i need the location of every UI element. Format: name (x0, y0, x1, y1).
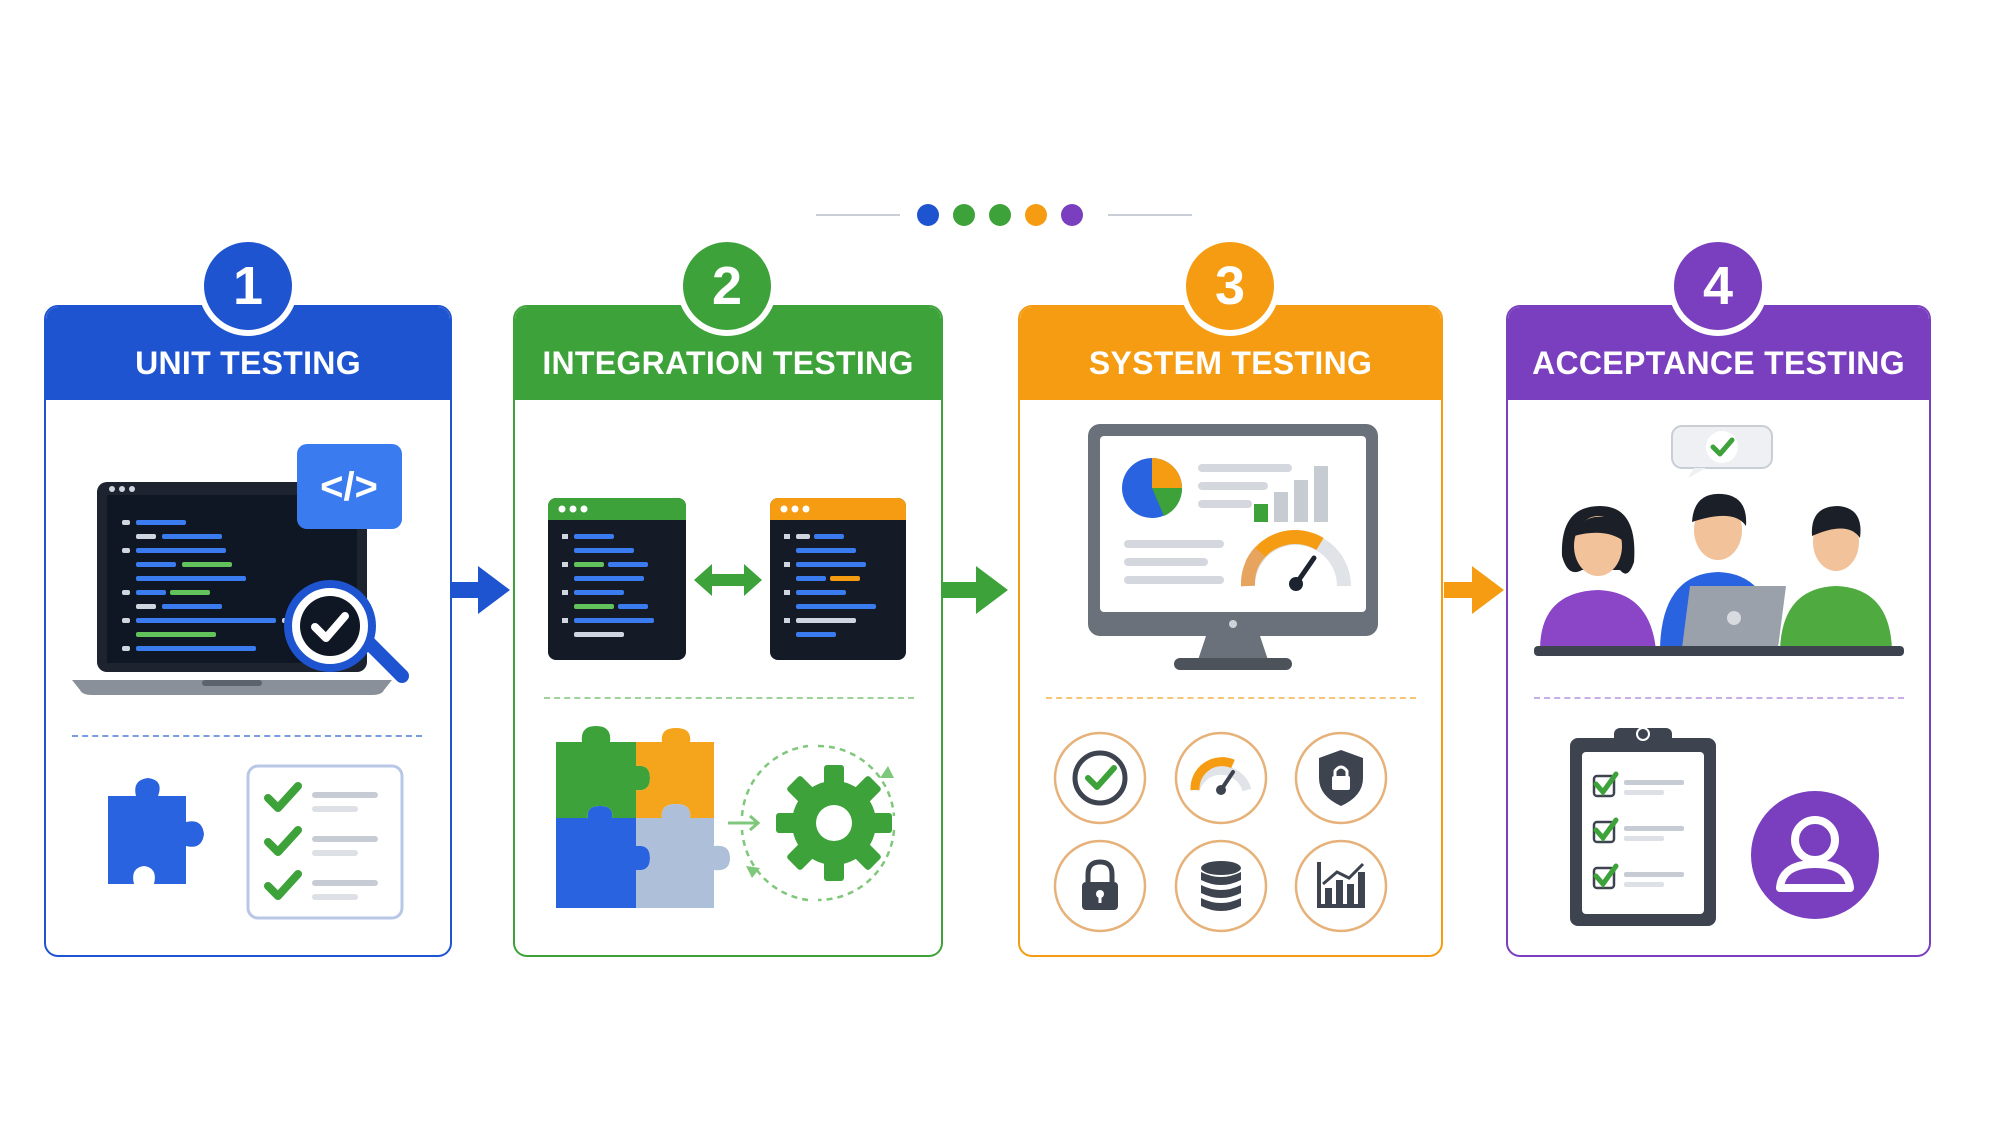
bidirectional-arrow-icon (694, 564, 762, 596)
stage-number-badge: 2 (677, 236, 777, 336)
gear-cycle-icon (728, 744, 896, 902)
section-separator (1534, 697, 1904, 699)
progress-dot-2 (953, 204, 975, 226)
laptop-code-icon: </> (72, 444, 409, 695)
database-icon (1174, 839, 1268, 933)
code-window-icon (548, 498, 686, 660)
arrow-right-icon (1444, 566, 1504, 614)
progress-dot-4 (1025, 204, 1047, 226)
svg-text:</>: </> (320, 465, 378, 509)
stage-number-badge: 4 (1668, 236, 1768, 336)
progress-line-left (816, 214, 900, 216)
arrow-right-icon (942, 566, 1008, 614)
monitor-dashboard-icon (1088, 424, 1378, 670)
stage-number-badge: 3 (1180, 236, 1280, 336)
puzzle-piece-icon (108, 778, 204, 884)
stage-title: INTEGRATION TESTING (542, 345, 914, 381)
padlock-icon (1053, 839, 1147, 933)
clipboard-checklist-icon (1570, 727, 1716, 926)
gauge-icon (1174, 731, 1268, 825)
code-window-icon (770, 498, 906, 660)
puzzle-pieces-icon (556, 726, 730, 908)
section-separator (1046, 697, 1416, 699)
stage-title: ACCEPTANCE TESTING (1532, 345, 1905, 381)
stage-title: SYSTEM TESTING (1088, 345, 1373, 381)
progress-dots (816, 200, 1192, 230)
section-separator (72, 735, 422, 737)
user-avatar-icon (1751, 791, 1879, 919)
checklist-icon (246, 764, 404, 920)
speech-bubble-check-icon (1671, 425, 1773, 478)
team-users-icon (1534, 493, 1904, 656)
progress-dot-1 (917, 204, 939, 226)
progress-dot-3 (989, 204, 1011, 226)
progress-line-right (1108, 214, 1192, 216)
stage-number-badge: 1 (198, 236, 298, 336)
shield-lock-icon (1294, 731, 1388, 825)
progress-dot-5 (1061, 204, 1083, 226)
stage-title: UNIT TESTING (135, 345, 361, 381)
section-separator (544, 697, 914, 699)
bar-chart-icon (1294, 839, 1388, 933)
arrow-right-icon (450, 566, 510, 614)
check-circle-icon (1053, 731, 1147, 825)
